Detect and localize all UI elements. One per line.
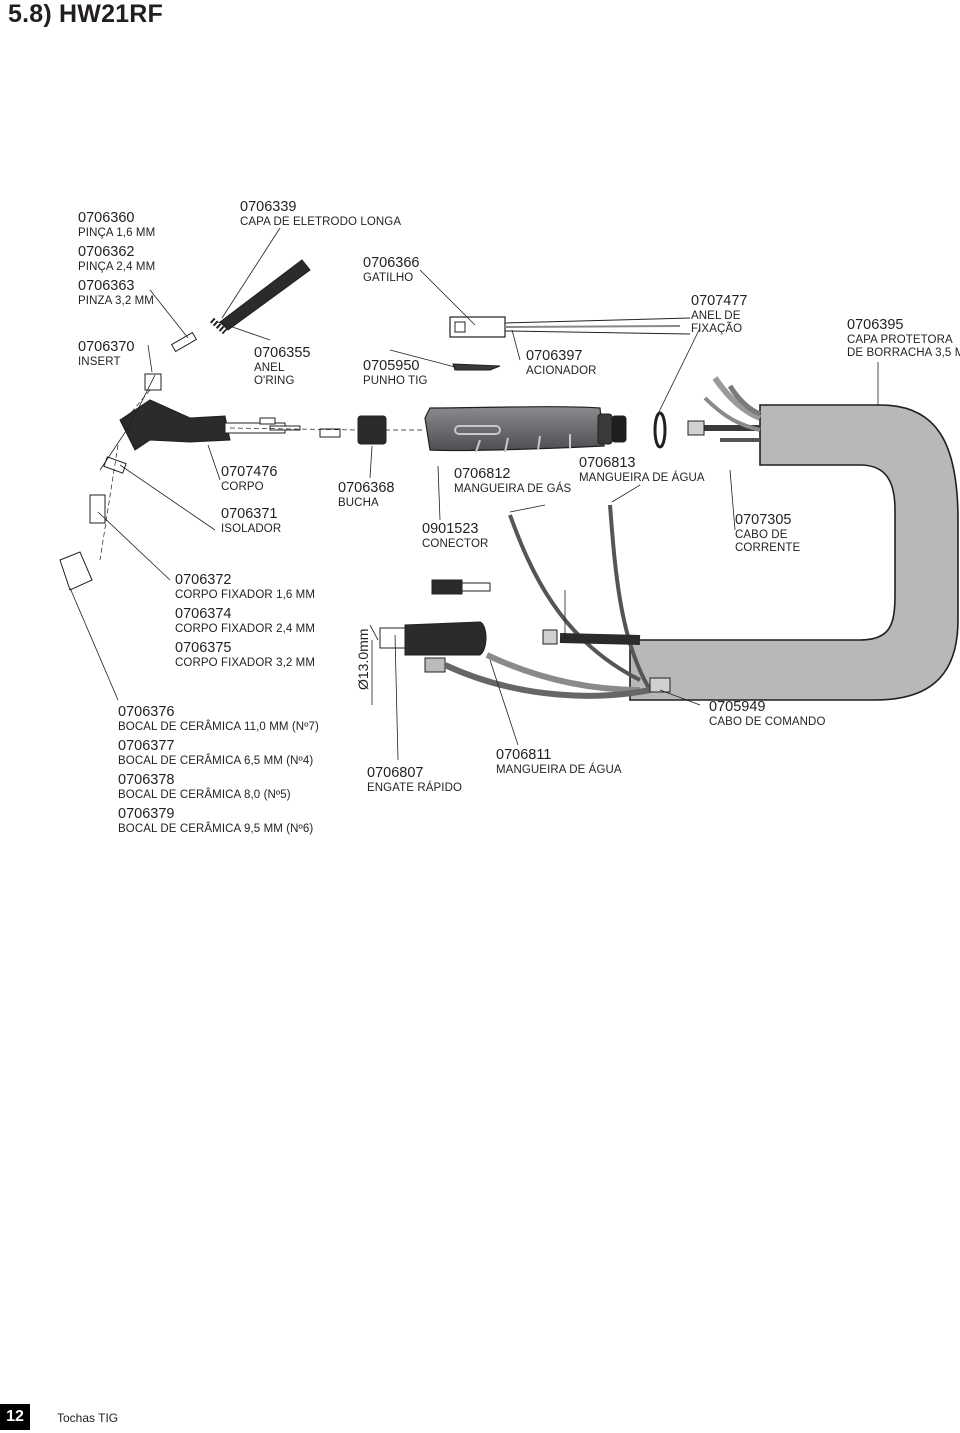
label-0706339: 0706339 CAPA DE ELETRODO LONGA <box>240 199 402 228</box>
o-ring-thread <box>209 317 228 335</box>
connector-pin <box>461 582 491 592</box>
label-0901523: 0901523 CONECTOR <box>422 521 489 550</box>
label-0706368: 0706368 BUCHA <box>338 480 395 509</box>
tig-handle <box>424 406 605 452</box>
cable-bundle-top <box>700 376 762 442</box>
label-0706363: 0706363 PINZA 3,2 MM <box>78 278 154 307</box>
label-0706360: 0706360 PINÇA 1,6 MM <box>78 210 156 239</box>
hose-connector <box>542 629 558 645</box>
collet-body <box>89 494 106 524</box>
label-0705949: 0705949 CABO DE COMANDO <box>709 699 826 728</box>
connector <box>431 579 463 595</box>
label-0706377: 0706377 BOCAL DE CERÂMICA 6,5 MM (Nº4) <box>118 738 314 767</box>
torch-head <box>119 399 231 451</box>
command-cable <box>485 652 641 693</box>
bushing <box>357 415 387 445</box>
protective-cover-hose <box>629 404 959 701</box>
label-0706395: 0706395 CAPA PROTETORA DE BORRACHA 3,5 M <box>847 317 960 359</box>
label-0705950: 0705950 PUNHO TIG <box>363 358 428 387</box>
dimension-label: Ø13.0mm <box>355 628 371 690</box>
handle-grip-lines <box>454 425 571 453</box>
label-0706379: 0706379 BOCAL DE CERÂMICA 9,5 MM (Nº6) <box>118 806 314 835</box>
switch-actuator <box>449 316 691 338</box>
label-0706813: 0706813 MANGUEIRA DE ÁGUA <box>579 455 705 484</box>
electrode-back-cap <box>219 259 311 331</box>
hose-end-fitting <box>649 677 671 693</box>
insert <box>144 373 162 391</box>
label-0707305: 0707305 CABO DE CORRENTE <box>735 512 801 554</box>
label-0706371: 0706371 ISOLADOR <box>221 506 282 535</box>
label-0706375: 0706375 CORPO FIXADOR 3,2 MM <box>175 640 316 669</box>
page-title: 5.8) HW21RF <box>8 0 164 28</box>
handle-end-ring-2 <box>611 415 627 443</box>
handle-end-ring <box>597 413 613 445</box>
label-0706370: 0706370 INSERT <box>78 339 135 368</box>
label-0706807: 0706807 ENGATE RÁPIDO <box>367 765 463 794</box>
torch-neck <box>224 417 341 438</box>
page-number-badge: 12 <box>0 1404 30 1430</box>
fixing-ring <box>653 411 667 449</box>
collet-label-group: 0706360 PINÇA 1,6 MM 0706362 PINÇA 2,4 M… <box>78 211 155 313</box>
water-hose-lower <box>443 662 651 699</box>
label-0706378: 0706378 BOCAL DE CERÂMICA 8,0 (Nº5) <box>118 772 291 801</box>
label-0706366: 0706366 GATILHO <box>363 255 420 284</box>
footer-section-title: Tochas TIG <box>57 1411 119 1425</box>
ceramic-nozzle <box>59 551 93 591</box>
water-hose <box>608 504 652 692</box>
trigger <box>452 363 501 371</box>
label-0706374: 0706374 CORPO FIXADOR 2,4 MM <box>175 606 316 635</box>
label-0706355: 0706355 ANEL O'RING <box>254 345 311 387</box>
label-0706376: 0706376 BOCAL DE CERÂMICA 11,0 MM (Nº7) <box>118 704 319 733</box>
label-0706397: 0706397 ACIONADOR <box>526 348 597 377</box>
assembly-center-line <box>99 389 425 561</box>
leader-lines <box>69 227 879 761</box>
quick-coupling <box>404 621 487 656</box>
label-0706372: 0706372 CORPO FIXADOR 1,6 MM <box>175 572 316 601</box>
cable-fitting <box>687 420 705 436</box>
label-0706812: 0706812 MANGUEIRA DE GÁS <box>454 466 572 495</box>
collet-body-label-group: 0706372 CORPO FIXADOR 1,6 MM 0706374 COR… <box>175 573 315 675</box>
label-0707477: 0707477 ANEL DE FIXAÇÃO <box>691 293 748 335</box>
label-0706811: 0706811 MANGUEIRA DE ÁGUA <box>496 747 622 776</box>
gas-hose <box>508 514 641 682</box>
coupling-nut <box>424 657 446 673</box>
power-cable <box>559 633 641 645</box>
label-0707476: 0707476 CORPO <box>221 464 278 493</box>
collet <box>170 331 198 353</box>
coupling-tip <box>379 627 406 649</box>
dimension-marker <box>369 624 379 705</box>
label-0706362: 0706362 PINÇA 2,4 MM <box>78 244 156 273</box>
nozzle-label-group: 0706376 BOCAL DE CERÂMICA 11,0 MM (Nº7) … <box>118 705 319 841</box>
